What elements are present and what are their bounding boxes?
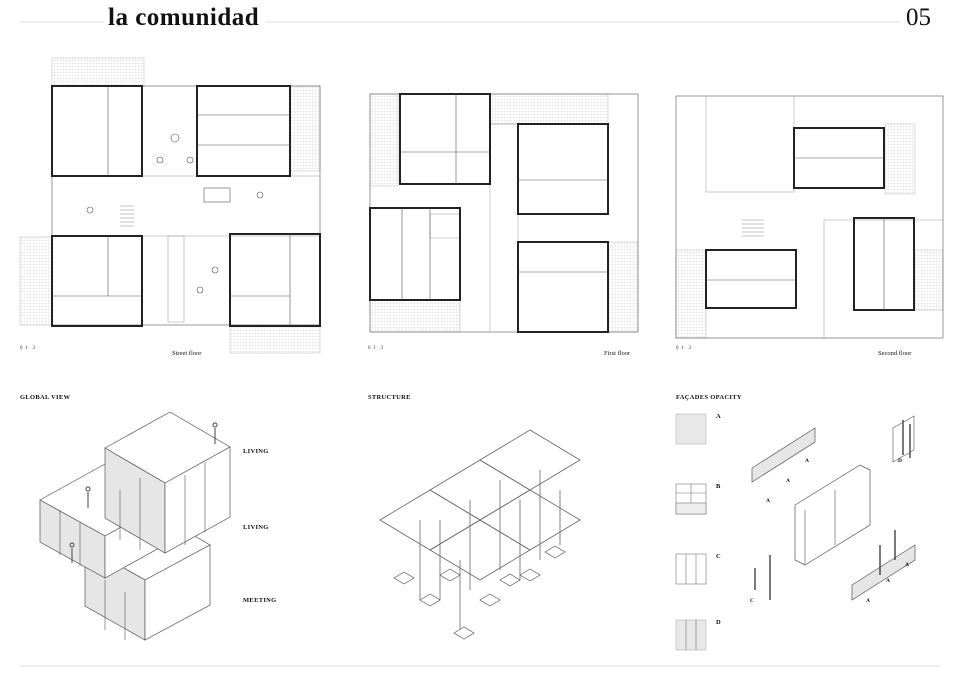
scale-tick: 1 — [373, 346, 376, 351]
facade-tag: D — [898, 458, 903, 464]
facade-tag: A — [905, 562, 910, 568]
facade-swatch-c — [675, 553, 707, 585]
level-label: MEETING — [243, 597, 277, 604]
level-label: LIVING — [243, 524, 269, 531]
facade-tag: A — [786, 478, 791, 484]
plan-caption: Street floor — [172, 350, 202, 357]
scale-tick: 3 — [688, 346, 692, 351]
scale-bar-3: 0 1 3 — [676, 346, 691, 351]
facade-type-label: B — [716, 483, 721, 490]
facade-type-label: D — [716, 619, 721, 626]
scale-bar-1: 0 1 3 — [20, 346, 35, 351]
facade-tag: A — [805, 458, 810, 464]
facade-tag: A — [766, 498, 771, 504]
scale-tick: 1 — [25, 346, 28, 351]
facade-tag: A — [866, 598, 871, 604]
facade-type-label: C — [716, 553, 721, 560]
scale-tick: 3 — [32, 346, 36, 351]
scale-tick: 0 — [368, 346, 371, 351]
level-label: LIVING — [243, 448, 269, 455]
scale-bar-2: 0 1 3 — [368, 346, 383, 351]
plan-caption: Second floor — [878, 350, 912, 357]
facade-swatch-b — [675, 483, 707, 515]
page-title: la comunidad — [108, 4, 260, 31]
global-view-heading: GLOBAL VIEW — [20, 394, 71, 401]
scale-tick: 3 — [380, 346, 384, 351]
facade-swatch-d — [675, 619, 707, 651]
page-number: 05 — [906, 4, 931, 31]
facade-tag: A — [886, 578, 891, 584]
scale-tick: 0 — [20, 346, 23, 351]
facade-type-label: A — [716, 413, 721, 420]
facades-heading: FAÇADES OPACITY — [676, 394, 742, 401]
facade-swatch-a — [675, 413, 707, 445]
facade-tag: C — [750, 598, 755, 604]
scale-tick: 0 — [676, 346, 679, 351]
structure-heading: STRUCTURE — [368, 394, 411, 401]
plan-caption: First floor — [604, 350, 631, 357]
scale-tick: 1 — [681, 346, 684, 351]
